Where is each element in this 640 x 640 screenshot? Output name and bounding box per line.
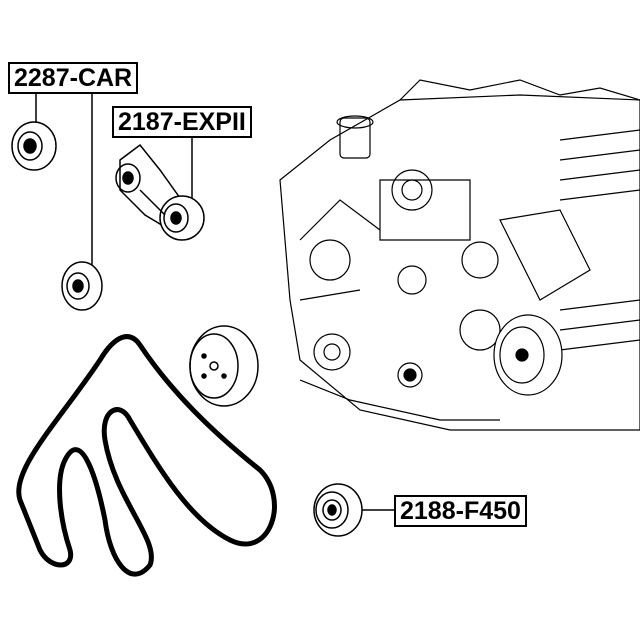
idler-pulley-top <box>11 121 57 171</box>
belt-tensioner <box>115 143 205 241</box>
part-label-2287-car: 2287-CAR <box>8 62 139 94</box>
crank-pulley <box>189 325 259 407</box>
idler-pulley-middle <box>61 261 103 311</box>
idler-pulley-lower <box>313 483 363 537</box>
part-label-2188-f450: 2188-F450 <box>394 495 527 527</box>
engine-block <box>279 79 640 431</box>
part-label-2187-expii: 2187-EXPII <box>112 106 252 138</box>
serpentine-belt <box>16 334 277 577</box>
